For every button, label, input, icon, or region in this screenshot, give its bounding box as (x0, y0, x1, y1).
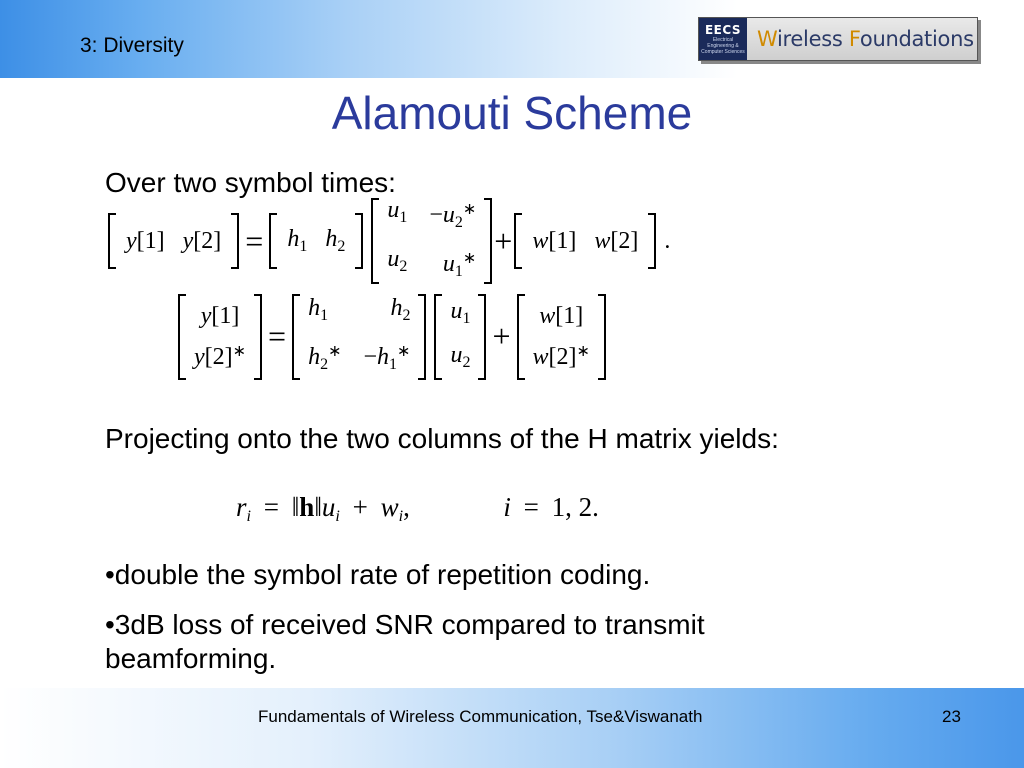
eecs-badge-subtext: Electrical Engineering & Computer Scienc… (701, 37, 745, 55)
bullet-2: •3dB loss of received SNR compared to tr… (105, 609, 705, 674)
intro-text: Over two symbol times: (105, 167, 396, 198)
eecs-badge-text: EECS (704, 23, 742, 37)
footer-citation: Fundamentals of Wireless Communication, … (258, 707, 703, 726)
slide-title: Alamouti Scheme (331, 87, 693, 139)
section-label: 3: Diversity (80, 34, 184, 57)
equation-3: ri = ‖h‖ui + wi, i = 1, 2. (236, 492, 599, 525)
eecs-badge: EECS Electrical Engineering & Computer S… (699, 18, 747, 60)
wireless-foundations-logo: EECS Electrical Engineering & Computer S… (698, 17, 978, 61)
logo-text: Wireless Foundations (757, 27, 974, 51)
page-number: 23 (942, 707, 961, 726)
bullet-1: •double the symbol rate of repetition co… (105, 559, 651, 590)
footer-band (0, 688, 1024, 768)
projecting-text: Projecting onto the two columns of the H… (105, 423, 779, 454)
